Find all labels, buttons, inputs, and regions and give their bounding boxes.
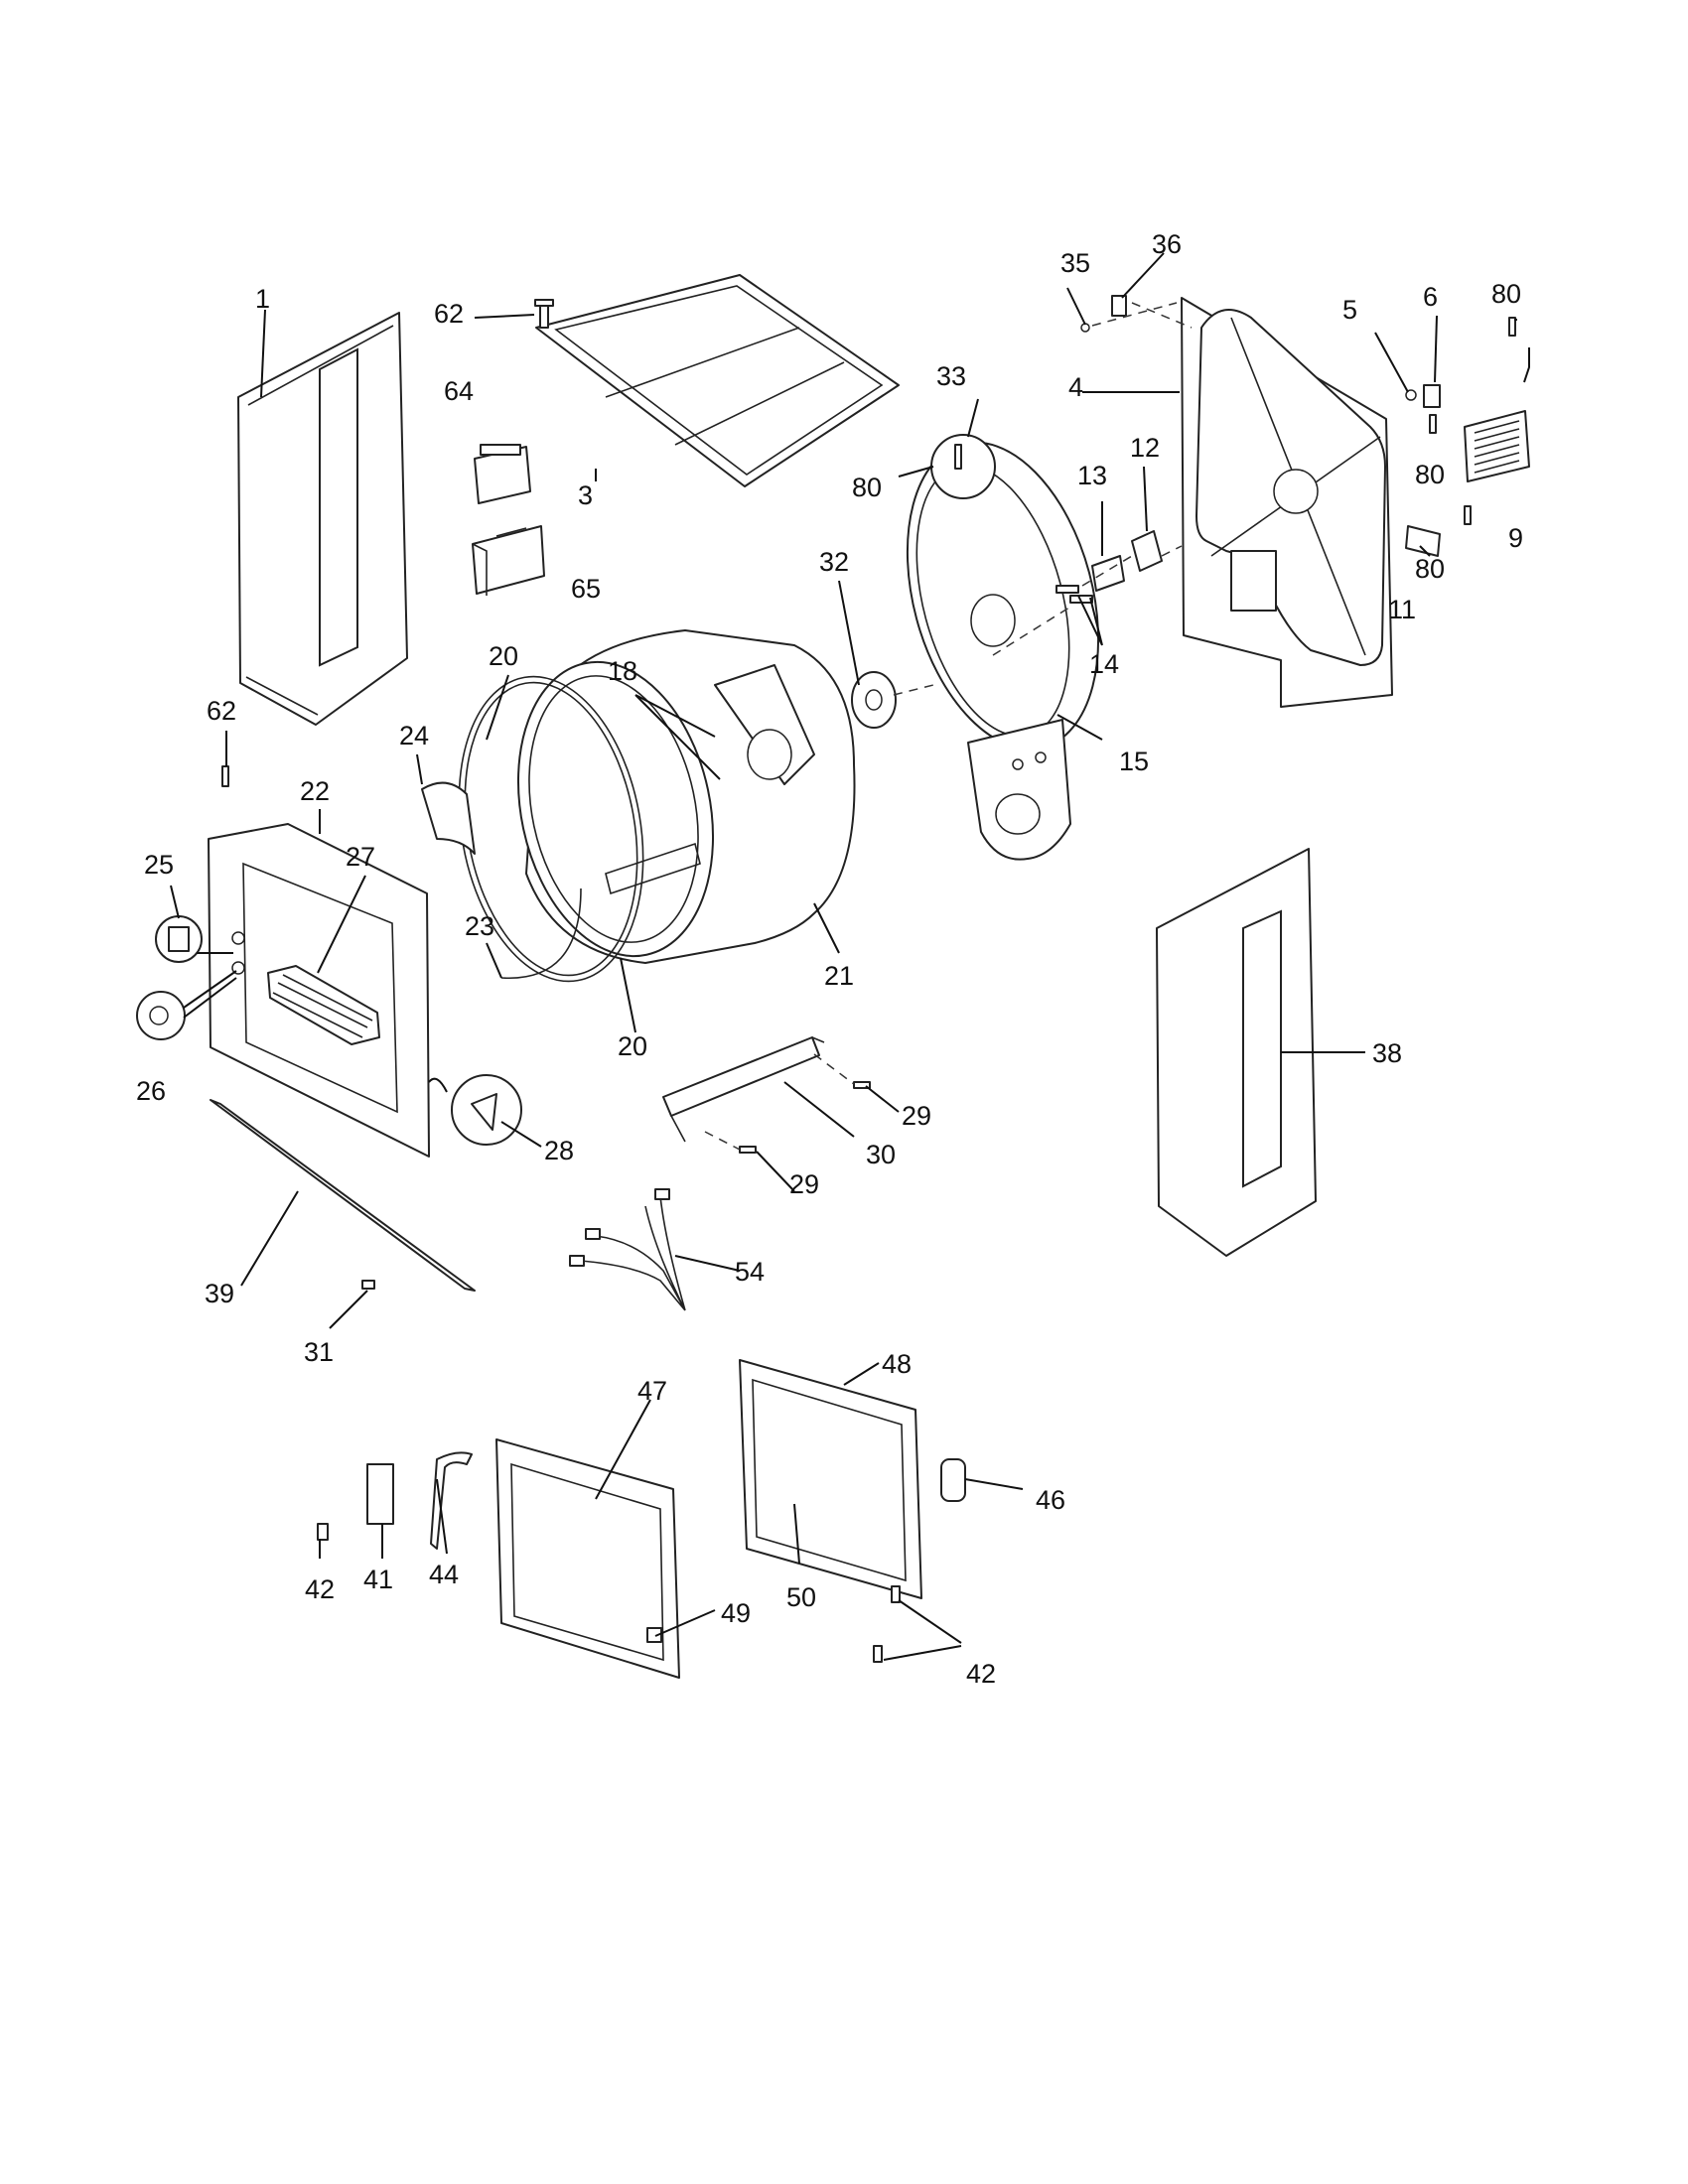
part-62-screw-left (221, 765, 229, 787)
label-30: 30 (866, 1140, 896, 1169)
part-21-drum (516, 629, 856, 964)
label-80-right: 80 (1415, 554, 1445, 584)
label-9: 9 (1508, 523, 1523, 553)
label-80-mid: 80 (1415, 460, 1445, 489)
label-6: 6 (1423, 282, 1438, 312)
part-49-latch (646, 1627, 662, 1643)
part-3-top-panel (535, 274, 900, 487)
part-36-clip (1111, 295, 1127, 317)
callout-labels: 1 62 3 64 65 35 36 5 6 80 4 80 9 33 80 1… (136, 229, 1523, 1689)
label-80-left: 80 (852, 473, 882, 502)
part-38-right-side-panel (1156, 848, 1317, 1257)
label-64: 64 (444, 376, 474, 406)
part-24-seal-strip (421, 781, 476, 855)
part-41-hinge (366, 1463, 394, 1525)
label-31: 31 (304, 1337, 334, 1367)
label-62-top: 62 (434, 299, 464, 329)
part-80-screw-a (1508, 317, 1516, 337)
part-64-bracket (474, 444, 531, 504)
part-44-wire (430, 1451, 473, 1550)
label-21: 21 (824, 961, 854, 991)
label-23: 23 (465, 911, 494, 941)
label-4: 4 (1068, 372, 1083, 402)
part-29-screws (739, 1081, 871, 1154)
label-32: 32 (819, 547, 849, 577)
label-27: 27 (346, 842, 375, 872)
label-62-left: 62 (207, 696, 236, 726)
label-24: 24 (399, 721, 429, 751)
part-28-detail-bubble (428, 1074, 522, 1146)
label-3: 3 (578, 480, 593, 510)
part-12-motor-switch (1131, 530, 1163, 572)
label-28: 28 (544, 1136, 574, 1165)
part-4-rear-bulkhead (1181, 297, 1393, 708)
part-11-plate (1405, 525, 1441, 557)
label-46: 46 (1036, 1485, 1065, 1515)
label-44: 44 (429, 1560, 459, 1589)
part-9-vent-grille (1464, 410, 1530, 482)
part-5-plug (1405, 389, 1417, 401)
label-36: 36 (1152, 229, 1182, 259)
part-47-door-inner (495, 1438, 680, 1679)
part-80-screw-c (1464, 505, 1472, 525)
label-13: 13 (1077, 461, 1107, 490)
part-65-bracket (472, 525, 545, 596)
part-26-lamp-bubble (136, 991, 186, 1040)
label-1: 1 (255, 284, 270, 314)
leader-lines (170, 252, 1530, 1661)
label-5: 5 (1342, 295, 1357, 325)
part-32-hub (851, 671, 897, 729)
label-54: 54 (735, 1257, 765, 1287)
label-18: 18 (608, 656, 637, 686)
part-31-fastener (361, 1280, 375, 1290)
label-12: 12 (1130, 433, 1160, 463)
label-20-top: 20 (489, 641, 518, 671)
label-50: 50 (786, 1582, 816, 1612)
label-15: 15 (1119, 747, 1149, 776)
part-6-cover (1423, 384, 1441, 408)
label-38: 38 (1372, 1038, 1402, 1068)
label-80-top: 80 (1491, 279, 1521, 309)
part-62-screw-top (534, 299, 554, 329)
label-20-bottom: 20 (618, 1031, 647, 1061)
label-49: 49 (721, 1598, 751, 1628)
label-33: 33 (936, 361, 966, 391)
part-35-screw (1080, 323, 1090, 333)
label-47: 47 (637, 1376, 667, 1406)
label-29-bottom: 29 (789, 1169, 819, 1199)
label-14: 14 (1089, 649, 1119, 679)
label-25: 25 (144, 850, 174, 880)
label-22: 22 (300, 776, 330, 806)
label-65: 65 (571, 574, 601, 604)
part-48-door-outer (739, 1359, 922, 1599)
part-39-toe-panel (210, 1099, 476, 1292)
label-41: 41 (363, 1565, 393, 1594)
part-42-screws (317, 1523, 901, 1663)
part-54-wire-harness (569, 1188, 686, 1311)
label-39: 39 (205, 1279, 234, 1308)
part-80-screw-b (1429, 414, 1437, 434)
part-13-bracket (1091, 555, 1125, 592)
part-25-door-switch-bubble (155, 915, 203, 963)
part-1-side-panel (237, 312, 408, 726)
label-48: 48 (882, 1349, 912, 1379)
label-42-left: 42 (305, 1574, 335, 1604)
part-15-blower-housing (906, 441, 1100, 861)
label-42-right: 42 (966, 1659, 996, 1689)
part-33-detail-bubble (930, 434, 996, 499)
label-11: 11 (1388, 595, 1416, 624)
label-35: 35 (1060, 248, 1090, 278)
part-27-lint-filter (267, 965, 380, 1045)
part-30-support-bracket (662, 1036, 825, 1143)
label-26: 26 (136, 1076, 166, 1106)
part-46-handle (940, 1458, 966, 1502)
part-23-felt-seal (500, 887, 582, 979)
label-29-top: 29 (902, 1101, 931, 1131)
